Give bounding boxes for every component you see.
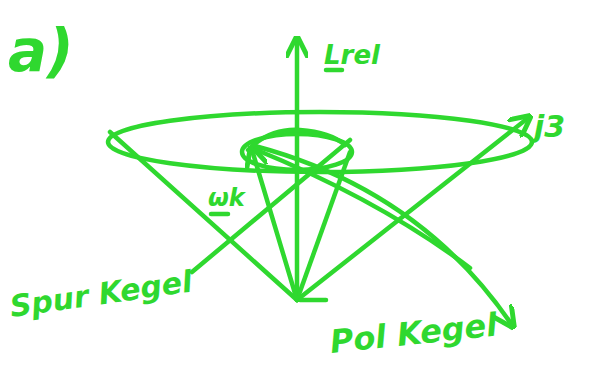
vector-underline: [326, 68, 342, 73]
cone-cap: [248, 130, 345, 150]
vector-name: ωk: [208, 186, 245, 210]
cone-name: Spur Kegel: [8, 267, 194, 322]
cone-name: Pol Kegel: [328, 309, 498, 358]
part-letter: a): [8, 22, 74, 80]
j3-vector: [297, 118, 528, 300]
pol-kegel-leader: [255, 146, 512, 325]
vector-underline: [211, 212, 228, 217]
spur-kegel-leader: [192, 140, 350, 272]
pol-cone-side: [297, 152, 350, 300]
base-mark: [300, 298, 326, 303]
omega-vector: [252, 150, 297, 300]
axis-name: j3: [534, 112, 565, 142]
vector-name: Lrel: [324, 42, 380, 68]
pol-cone-line: [252, 148, 470, 268]
